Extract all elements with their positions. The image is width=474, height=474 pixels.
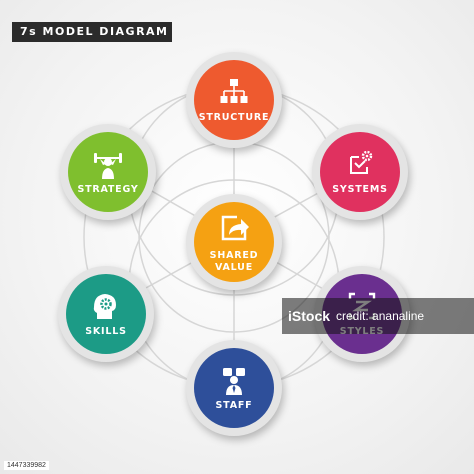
weightlifter-icon [94, 152, 122, 179]
node-staff: STAFF [186, 340, 282, 436]
node-shared-value-disc: SHARED VALUE [194, 202, 274, 282]
watermark-credit: credit: [336, 309, 369, 323]
node-staff-label: STAFF [215, 399, 253, 411]
node-shared-value-label-line1: SHARED [209, 249, 259, 261]
node-shared-value: SHARED VALUE [186, 194, 282, 290]
stock-id: 1447339982 [4, 461, 49, 470]
node-shared-value-label-line2: VALUE [215, 261, 253, 273]
node-systems-label: SYSTEMS [332, 183, 388, 195]
node-skills-disc: SKILLS [66, 274, 146, 354]
stock-watermark: iStock credit: ananaline [282, 298, 474, 334]
node-skills-label: SKILLS [85, 325, 127, 337]
node-strategy-disc: STRATEGY [68, 132, 148, 212]
node-systems-disc: SYSTEMS [320, 132, 400, 212]
node-strategy: STRATEGY [60, 124, 156, 220]
gear-system-icon [350, 150, 373, 174]
head-gear-icon [93, 293, 116, 319]
node-skills: SKILLS [58, 266, 154, 362]
org-chart-icon [220, 78, 248, 103]
watermark-logo: iStock [288, 308, 331, 324]
node-structure: STRUCTURE [186, 52, 282, 148]
node-structure-disc: STRUCTURE [194, 60, 274, 140]
node-structure-label: STRUCTURE [198, 111, 270, 123]
node-systems: SYSTEMS [312, 124, 408, 220]
diagram-title: 7s MODEL DIAGRAM [12, 22, 172, 42]
share-arrow-icon [221, 215, 249, 240]
watermark-author: ananaline [372, 309, 425, 323]
node-strategy-label: STRATEGY [77, 183, 139, 195]
people-icon [223, 367, 245, 395]
node-staff-disc: STAFF [194, 348, 274, 428]
